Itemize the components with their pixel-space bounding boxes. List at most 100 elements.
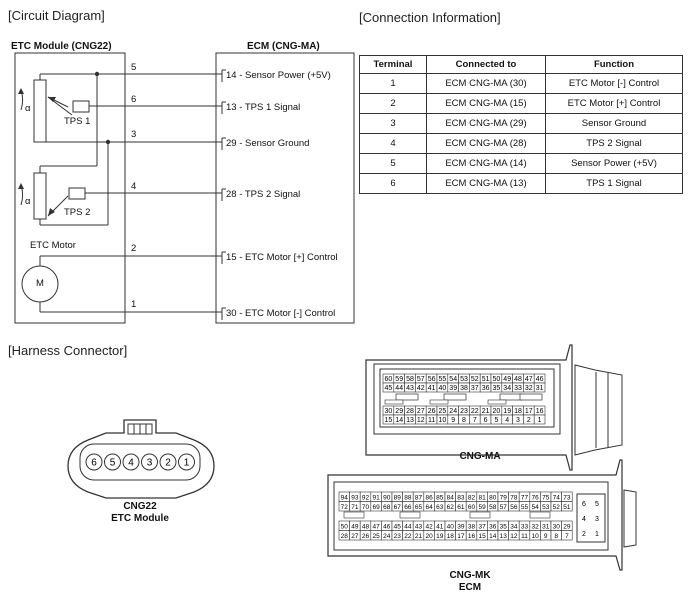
cng-ma-pin-number: 40 (439, 385, 447, 392)
cng-mk-pin-number: 40 (447, 524, 455, 531)
cng-mk-pin-number: 35 (500, 524, 508, 531)
cng22-pin (122, 453, 140, 471)
ecm-terminal-label: 13 - TPS 1 Signal (226, 102, 301, 113)
cng-mk-pin-number: 82 (468, 495, 476, 502)
cng-mk-pin-number: 68 (383, 504, 391, 511)
tps2-label: TPS 2 (64, 207, 91, 218)
cng-mk-pin-number: 57 (500, 504, 508, 511)
cng-ma-pin-number: 18 (514, 408, 522, 415)
cng-mk-side-pin: 2 (582, 531, 586, 538)
cng-ma-caption: CNG-MA (459, 451, 501, 462)
cng-ma-pin-number: 29 (395, 408, 403, 415)
cng-ma-pin-number: 11 (428, 417, 435, 424)
cng-ma-pin-number: 33 (514, 385, 522, 392)
cng-mk-pin-number: 45 (394, 524, 402, 531)
cng-mk-pin-number: 65 (415, 504, 423, 511)
circuit-diagram-heading: [Circuit Diagram] (8, 8, 105, 23)
tps1-label: TPS 1 (64, 116, 91, 127)
cng22-pin (104, 453, 121, 471)
cng-mk-pin-number: 28 (341, 533, 349, 540)
cng-ma-pin-number: 60 (385, 376, 393, 383)
cng22-pin-number: 5 (110, 458, 116, 469)
wire-number: 2 (131, 243, 137, 254)
wire-number: 6 (131, 94, 137, 105)
cng-mk-pin-number: 56 (510, 504, 518, 511)
cng-mk-pin-number: 48 (362, 524, 370, 531)
ecm-terminal-label: 28 - TPS 2 Signal (226, 189, 301, 200)
table-row: 2 ECM CNG-MA (15) ETC Motor [+] Control (359, 93, 683, 114)
harness-connector-heading: [Harness Connector] (8, 343, 128, 358)
cng22-pin-number: 2 (165, 458, 171, 469)
cng22-pin-number: 6 (91, 458, 97, 469)
cng-ma-pin-number: 53 (460, 376, 468, 383)
cng-ma-pin-number: 44 (395, 385, 403, 392)
ecm-terminal-label: 30 - ETC Motor [-] Control (226, 308, 336, 319)
cng-mk-pin-number: 79 (500, 495, 508, 502)
cng-mk-pin-number: 51 (563, 504, 571, 511)
cng-ma-pin-number: 5 (494, 417, 498, 424)
cng-mk-pin-number: 90 (383, 495, 391, 502)
cng-mk-pin-number: 25 (372, 533, 380, 540)
cng-ma-pin-number: 54 (449, 376, 457, 383)
cng-mk-caption-sub: ECM (458, 582, 482, 593)
cng-mk-pin-number: 63 (436, 504, 444, 511)
cng-ma-pin-number: 2 (527, 417, 531, 424)
cng-mk-pin-number: 72 (341, 504, 349, 511)
cng-ma-pin-number: 52 (471, 376, 479, 383)
cng-mk-pin-number: 42 (425, 524, 433, 531)
cng-mk-pin-number: 53 (542, 504, 550, 511)
cng-mk-pin-number: 55 (521, 504, 529, 511)
cng-mk-pin-number: 88 (404, 495, 412, 502)
cng-ma-pin-number: 49 (503, 376, 511, 383)
wire-number: 5 (131, 62, 137, 73)
wire-number: 3 (131, 129, 137, 140)
cng22-caption: CNG22 (123, 501, 157, 512)
cng-mk-pin-number: 75 (542, 495, 550, 502)
cng-mk-side-pin: 3 (595, 516, 599, 523)
cng-mk-pin-number: 47 (372, 524, 380, 531)
cng-mk-pin-number: 73 (563, 495, 571, 502)
cng-ma-pin-number: 28 (406, 408, 414, 415)
cng-mk-cell (561, 530, 573, 541)
cng-mk-pin-number: 92 (362, 495, 370, 502)
cng-mk-pin-number: 67 (394, 504, 402, 511)
cng-mk-pin-number: 10 (531, 533, 539, 540)
cng-ma-pin-number: 9 (451, 417, 455, 424)
cng-ma-pin-number: 46 (536, 376, 544, 383)
cng-ma-pin-number: 3 (516, 417, 520, 424)
cng-mk-pin-number: 44 (404, 524, 412, 531)
cng-mk-pin-number: 85 (436, 495, 444, 502)
cng-mk-pin-number: 20 (425, 533, 433, 540)
cng-ma-pin-number: 48 (514, 376, 522, 383)
cng-mk-pin-number: 84 (447, 495, 455, 502)
cng22-pin (85, 453, 103, 471)
cng-mk-pin-number: 80 (489, 495, 497, 502)
cng-mk-pin-number: 50 (341, 524, 349, 531)
cng-mk-pin-number: 31 (542, 524, 550, 531)
connection-table: Terminal Connected to Function 1 ECM CNG… (359, 55, 683, 194)
cng-mk-pin-number: 54 (531, 504, 539, 511)
cng-mk-pin-number: 62 (447, 504, 455, 511)
cng-ma-pin-number: 16 (536, 408, 544, 415)
cng-ma-pin-number: 55 (439, 376, 447, 383)
cng-mk-pin-number: 58 (489, 504, 497, 511)
cng-mk-side-pin: 1 (595, 531, 599, 538)
cng-mk-pin-number: 41 (436, 524, 444, 531)
cng-mk-cell (561, 501, 573, 512)
cng-mk-pin-number: 86 (425, 495, 433, 502)
motor-symbol: M (36, 278, 44, 289)
cng-ma-pin-number: 34 (503, 385, 511, 392)
cng-mk-pin-number: 9 (544, 533, 548, 540)
function-cell: TPS 1 Signal (545, 173, 683, 194)
cng-mk-pin-number: 33 (521, 524, 529, 531)
cng-ma-pin-number: 23 (460, 408, 468, 415)
cng-mk-side-pin: 5 (595, 501, 599, 508)
etc-module-title: ETC Module (CNG22) (11, 41, 112, 52)
cng-ma-pin-number: 15 (385, 417, 393, 424)
cng-mk-pin-number: 11 (521, 533, 528, 540)
cng-mk-pin-number: 13 (500, 533, 508, 540)
